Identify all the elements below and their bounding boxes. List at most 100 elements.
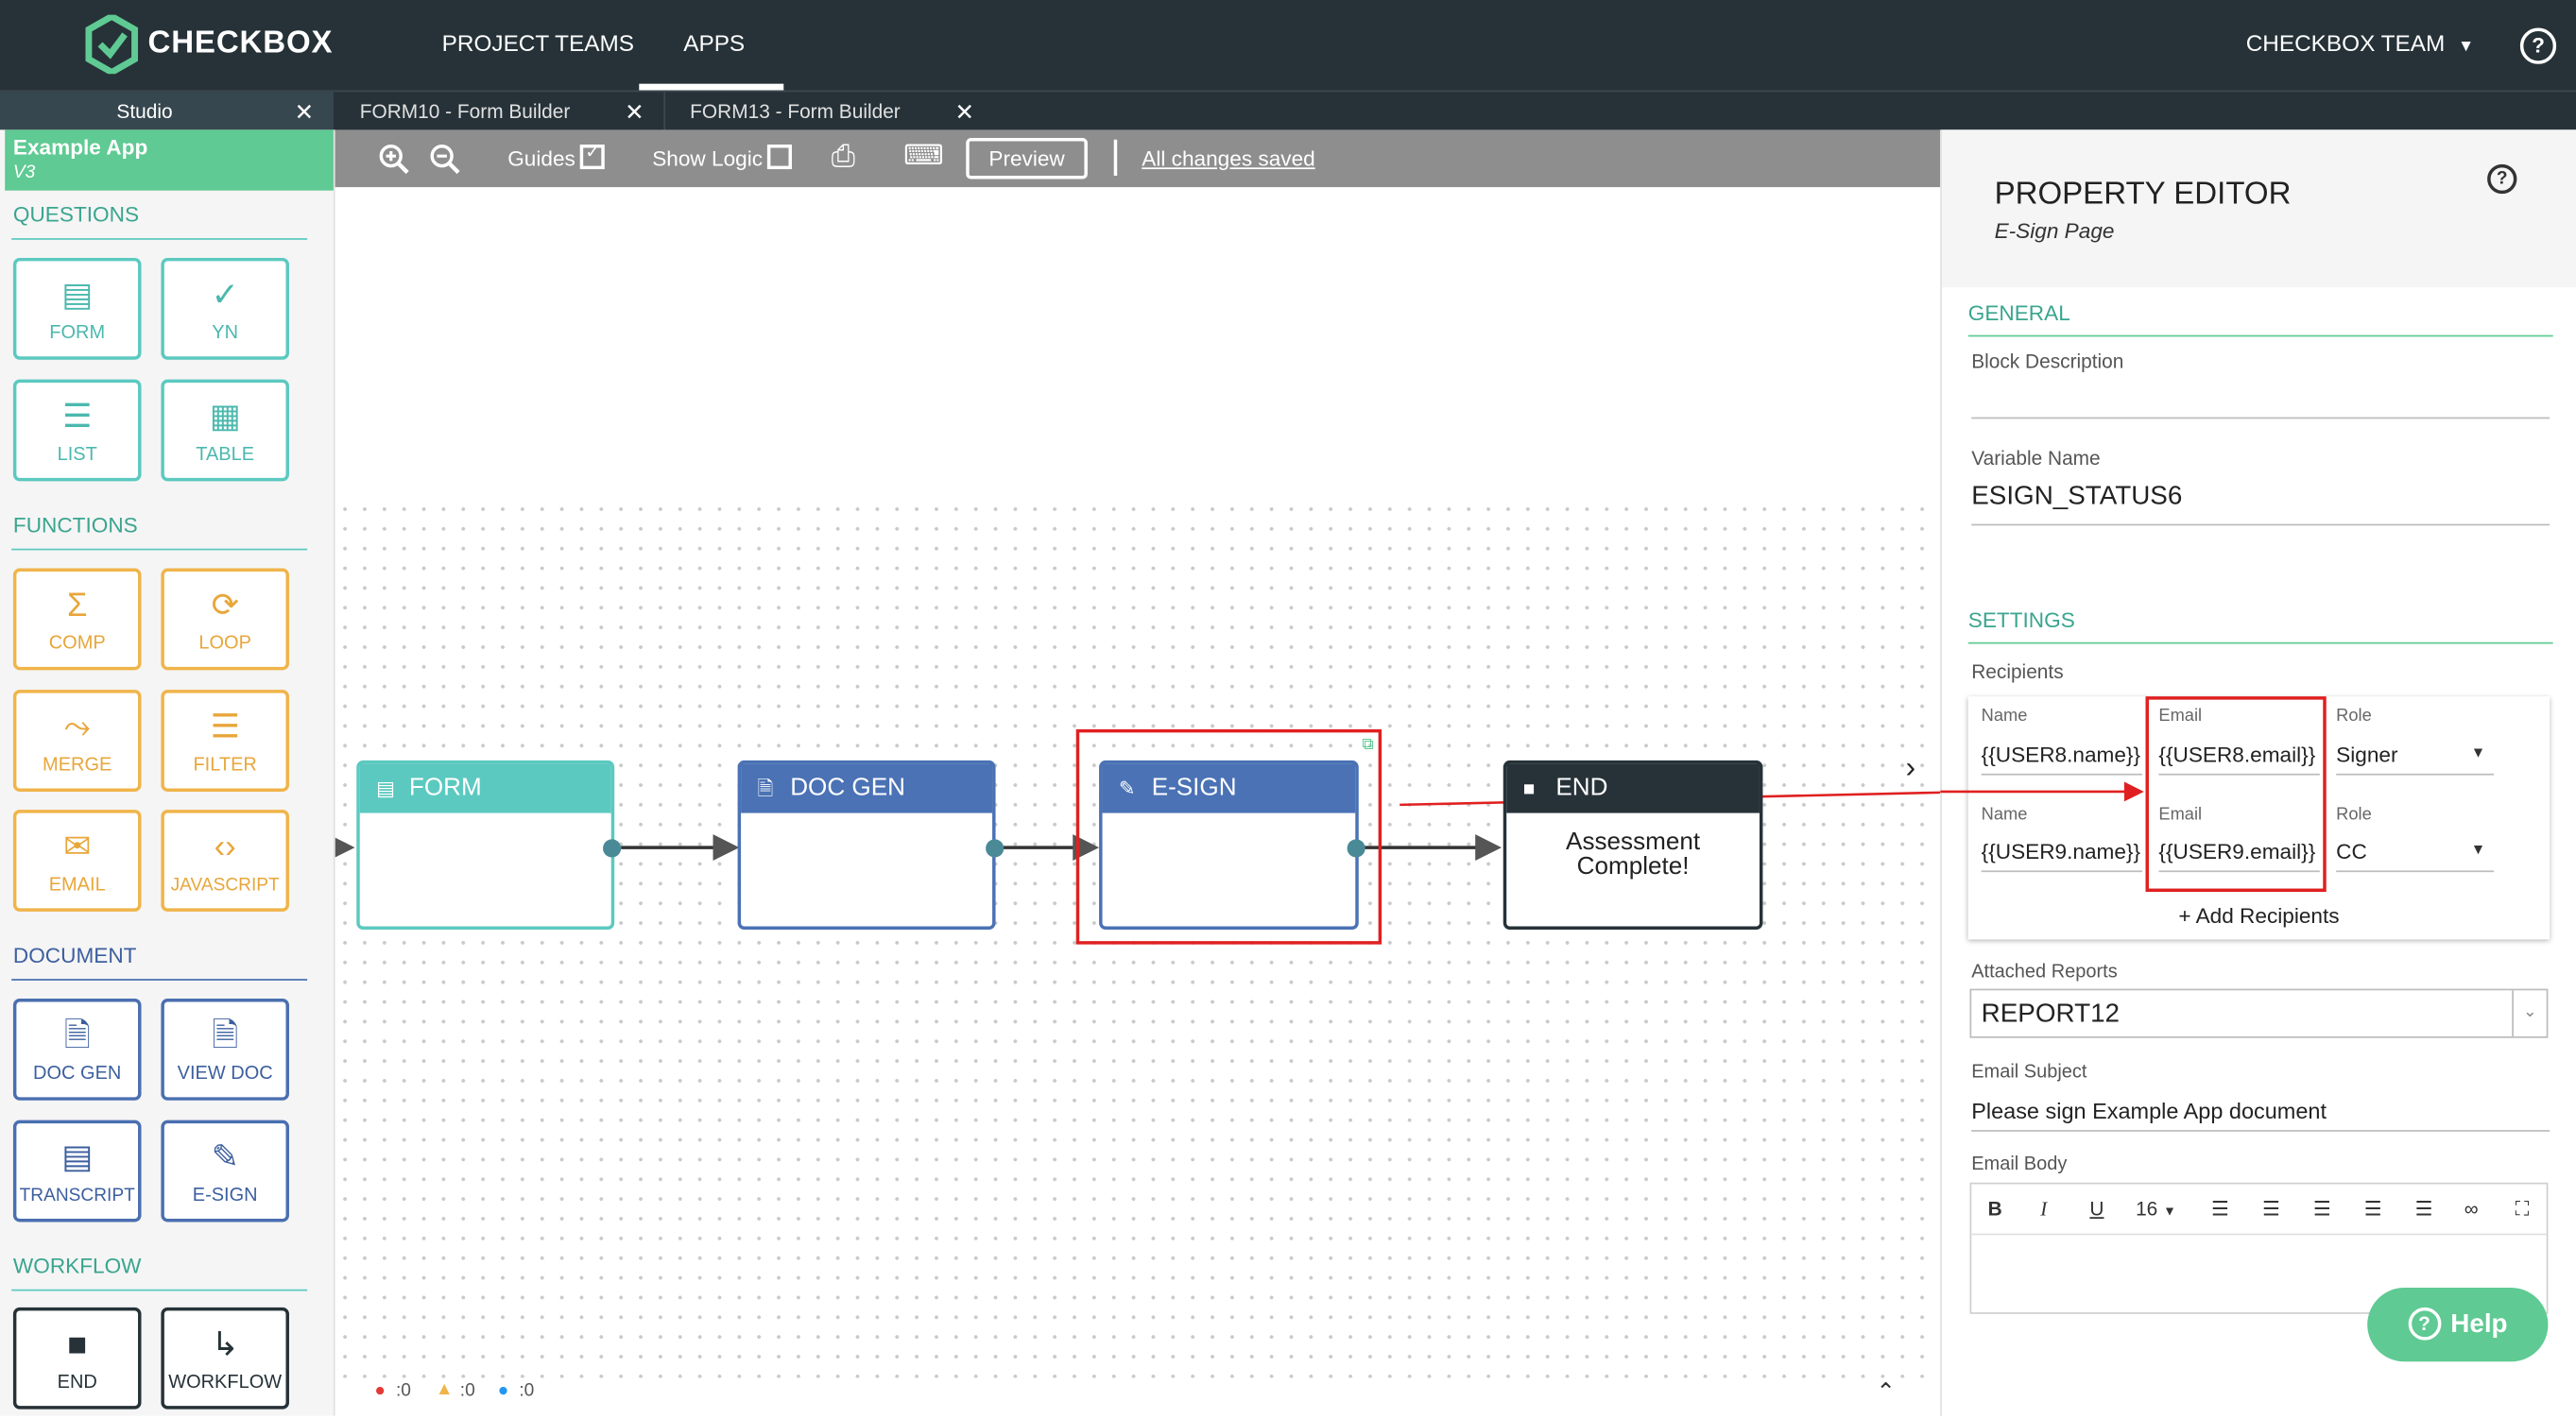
- font-size-select[interactable]: 16 ▼: [2136, 1197, 2176, 1220]
- palette-list-button[interactable]: ☰ LIST: [12, 379, 142, 482]
- print-icon[interactable]: ⎙: [831, 139, 855, 173]
- recipient-email-label: Email: [2158, 804, 2203, 825]
- close-icon[interactable]: ✕: [625, 98, 644, 126]
- flow-node-e-sign[interactable]: ✎ E-SIGN: [1099, 760, 1359, 931]
- recipient-name-input[interactable]: {{USER8.name}}: [1981, 742, 2141, 767]
- close-icon[interactable]: ✕: [294, 98, 315, 126]
- checkbox-logo-icon: [85, 14, 139, 75]
- attached-reports-label: Attached Reports: [1971, 962, 2118, 983]
- palette-e-sign-button[interactable]: ✎E-SIGN: [161, 1120, 289, 1222]
- help-circle-icon: ?: [2408, 1307, 2441, 1341]
- variable-name-input[interactable]: ESIGN_STATUS6: [1971, 483, 2183, 511]
- input-underline: [1981, 773, 2143, 776]
- preview-button[interactable]: Preview: [966, 138, 1088, 180]
- fullscreen-icon[interactable]: ⛶: [2515, 1197, 2530, 1221]
- caret-down-icon[interactable]: ▼: [2470, 841, 2486, 858]
- palette-loop-button[interactable]: ⟳LOOP: [161, 568, 289, 671]
- link-icon[interactable]: ∞: [2464, 1197, 2479, 1221]
- zoom-in-icon[interactable]: [378, 143, 411, 176]
- email-body-editor[interactable]: B I U 16 ▼ ☰ ☰ ☰ ☰ ☰ ∞ ⛶: [1969, 1182, 2549, 1314]
- output-port[interactable]: [603, 839, 622, 858]
- align-right-icon[interactable]: ☰: [2414, 1197, 2433, 1221]
- team-dropdown[interactable]: CHECKBOX TEAM ▼: [2246, 29, 2474, 56]
- palette-email-button[interactable]: ✉EMAIL: [12, 810, 142, 912]
- nav-apps[interactable]: APPS: [683, 29, 746, 57]
- palette-filter-button[interactable]: ☰FILTER: [161, 690, 289, 792]
- block-description-field[interactable]: [1971, 417, 2550, 419]
- help-icon[interactable]: ?: [2487, 163, 2517, 195]
- palette-javascript-button[interactable]: ‹›JAVASCRIPT: [161, 810, 289, 912]
- attached-reports-select[interactable]: REPORT12 ⌄: [1969, 988, 2549, 1038]
- button-label: EMAIL: [48, 875, 106, 896]
- brand-logo[interactable]: CHECKBOX: [85, 14, 333, 75]
- caret-down-icon[interactable]: ▼: [2470, 744, 2486, 761]
- help-button[interactable]: ?Help: [2367, 1288, 2549, 1362]
- section-questions: QUESTIONS: [12, 201, 140, 227]
- ordered-list-icon[interactable]: ☰: [2211, 1197, 2229, 1221]
- variable-name-label: Variable Name: [1971, 446, 2101, 470]
- align-left-icon[interactable]: ☰: [2312, 1197, 2331, 1221]
- palette-yn-button[interactable]: ✓YN: [161, 257, 289, 360]
- tab-studio[interactable]: Studio ✕: [0, 92, 334, 132]
- section-functions: FUNCTIONS: [12, 512, 138, 538]
- duplicate-icon[interactable]: ⧉: [1362, 735, 1374, 754]
- app-header: Example App V3: [5, 129, 334, 191]
- tab-label: FORM13 - Form Builder: [690, 100, 901, 124]
- palette-end-button[interactable]: ■END: [12, 1307, 142, 1410]
- show-logic-checkbox[interactable]: [767, 144, 793, 170]
- show-logic-toggle[interactable]: Show Logic: [652, 144, 793, 171]
- guides-checkbox[interactable]: ✓: [580, 143, 606, 170]
- bullet-list-icon[interactable]: ☰: [2261, 1197, 2280, 1221]
- keyboard-icon[interactable]: ⌨: [903, 139, 944, 171]
- flow-node-doc-gen[interactable]: 🗎 DOC GEN: [737, 760, 996, 931]
- palette-transcript-button[interactable]: ▤TRANSCRIPT: [12, 1120, 142, 1222]
- input-underline: [2158, 870, 2320, 873]
- output-port[interactable]: [986, 839, 1005, 858]
- node-title: END: [1555, 773, 1608, 802]
- recipient-email-input[interactable]: {{USER8.email}}: [2158, 742, 2316, 767]
- recipient-name-input[interactable]: {{USER9.name}}: [1981, 839, 2141, 864]
- chevron-down-icon[interactable]: ⌄: [2512, 990, 2547, 1037]
- workflow-canvas[interactable]: ▤ FORM 🗎 DOC GEN ✎ E-SIGN ⧉ ■: [335, 187, 1941, 1378]
- output-port[interactable]: [1347, 839, 1365, 858]
- divider: [1113, 139, 1118, 177]
- recipient-email-input[interactable]: {{USER9.email}}: [2158, 839, 2316, 864]
- nav-active-indicator: [639, 83, 784, 91]
- palette-table-button[interactable]: ▦TABLE: [161, 379, 289, 482]
- chevron-up-icon[interactable]: ⌃: [1876, 1377, 1896, 1405]
- recipient-role-select[interactable]: Signer: [2336, 742, 2398, 767]
- flow-node-form[interactable]: ▤ FORM: [356, 760, 615, 931]
- list-icon: ☰: [62, 399, 93, 436]
- zoom-out-icon[interactable]: [429, 143, 462, 176]
- add-recipients-button[interactable]: + Add Recipients: [2178, 903, 2340, 929]
- palette-workflow-button[interactable]: ↳WORKFLOW: [161, 1307, 289, 1410]
- tab-form10[interactable]: FORM10 - Form Builder ✕: [335, 92, 666, 132]
- save-status-link[interactable]: All changes saved: [1142, 145, 1315, 171]
- document-plus-icon: 🗎: [63, 1017, 91, 1055]
- flow-node-end[interactable]: ■ END Assessment Complete!: [1503, 760, 1763, 931]
- bold-icon[interactable]: B: [1987, 1197, 2002, 1221]
- divider: [11, 1289, 308, 1291]
- italic-icon[interactable]: I: [2040, 1197, 2048, 1221]
- palette-merge-button[interactable]: ⤳MERGE: [12, 690, 142, 792]
- section-document: DOCUMENT: [12, 942, 137, 967]
- nav-project-teams[interactable]: PROJECT TEAMS: [441, 29, 634, 57]
- button-label: E-SIGN: [192, 1186, 258, 1206]
- palette-view-doc-button[interactable]: 🗎VIEW DOC: [161, 999, 289, 1101]
- underline-icon[interactable]: U: [2089, 1197, 2104, 1221]
- tab-form13[interactable]: FORM13 - Form Builder ✕: [665, 92, 994, 131]
- close-icon[interactable]: ✕: [954, 98, 974, 126]
- recipient-role-select[interactable]: CC: [2336, 839, 2367, 864]
- section-general: GENERAL: [1967, 300, 2070, 326]
- align-center-icon[interactable]: ☰: [2363, 1197, 2382, 1221]
- email-subject-input[interactable]: Please sign Example App document: [1971, 1099, 2327, 1124]
- email-body-label: Email Body: [1971, 1154, 2068, 1175]
- check-icon: ✓: [211, 277, 239, 315]
- guides-toggle[interactable]: Guides✓: [507, 143, 606, 171]
- help-icon[interactable]: ?: [2519, 27, 2557, 64]
- button-label: LIST: [57, 445, 97, 466]
- palette-form-button[interactable]: ▤FORM: [12, 257, 142, 360]
- palette-doc-gen-button[interactable]: 🗎DOC GEN: [12, 999, 142, 1101]
- chevron-right-icon[interactable]: ›: [1905, 750, 1916, 784]
